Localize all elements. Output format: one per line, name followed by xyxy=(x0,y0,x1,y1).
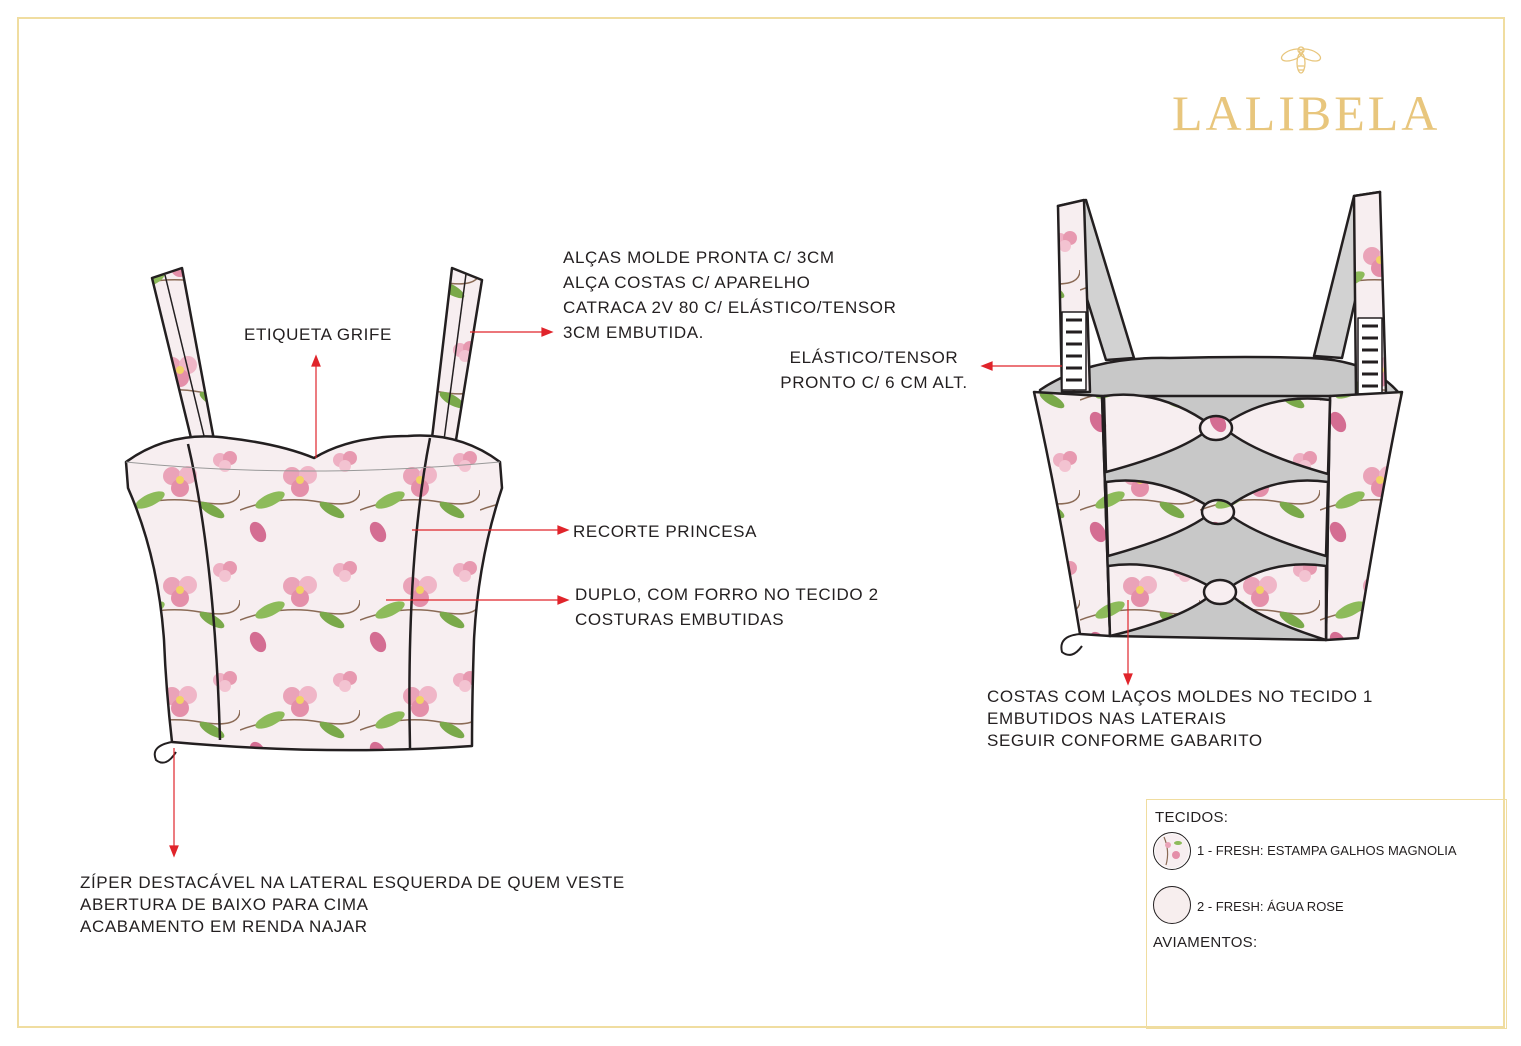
note-ziper-line: ABERTURA DE BAIXO PARA CIMA xyxy=(80,895,369,914)
annotation-arrows xyxy=(169,327,1133,858)
materials-legend: TECIDOS: 1 - FRESH: ESTAMPA GALHOS MAGNO… xyxy=(1146,799,1507,1029)
note-costas-line: COSTAS COM LAÇOS MOLDES NO TECIDO 1 xyxy=(987,687,1373,706)
note-elastico-line: PRONTO C/ 6 CM ALT. xyxy=(780,373,968,392)
label-recorte-princesa: RECORTE PRINCESA xyxy=(573,522,758,541)
note-elastico: ELÁSTICO/TENSOR PRONTO C/ 6 CM ALT. xyxy=(768,345,980,395)
back-bow-1 xyxy=(1102,393,1332,476)
note-alcas-line: 3CM EMBUTIDA. xyxy=(563,323,704,342)
legend-aviamentos-heading: AVIAMENTOS: xyxy=(1153,934,1258,951)
note-duplo: DUPLO, COM FORRO NO TECIDO 2 COSTURAS EM… xyxy=(575,582,879,632)
legend-tecidos-heading: TECIDOS: xyxy=(1155,809,1229,826)
back-view xyxy=(1032,190,1404,656)
front-right-strap xyxy=(430,266,484,442)
note-alcas-line: ALÇAS MOLDE PRONTA C/ 3CM xyxy=(563,248,835,267)
back-right-elastic xyxy=(1357,317,1383,395)
front-body xyxy=(124,434,504,752)
note-elastico-line: ELÁSTICO/TENSOR xyxy=(789,348,959,367)
note-costas: COSTAS COM LAÇOS MOLDES NO TECIDO 1 EMBU… xyxy=(987,686,1373,752)
legend-fabric-1: 1 - FRESH: ESTAMPA GALHOS MAGNOLIA xyxy=(1197,843,1457,858)
sheet-border xyxy=(17,17,1505,1028)
note-alcas-line: CATRACA 2V 80 C/ ELÁSTICO/TENSOR xyxy=(563,298,897,317)
note-costas-line: SEGUIR CONFORME GABARITO xyxy=(987,731,1263,750)
back-bow-3 xyxy=(1106,563,1328,642)
front-left-strap xyxy=(150,266,216,444)
note-ziper: ZÍPER DESTACÁVEL NA LATERAL ESQUERDA DE … xyxy=(80,872,625,938)
solid-rose-swatch xyxy=(1153,886,1191,924)
back-left-panel xyxy=(1032,390,1112,638)
note-duplo-line: COSTURAS EMBUTIDAS xyxy=(575,610,785,629)
floral-print-swatch xyxy=(1153,832,1191,870)
note-ziper-line: ACABAMENTO EM RENDA NAJAR xyxy=(80,917,368,936)
note-costas-line: EMBUTIDOS NAS LATERAIS xyxy=(987,709,1227,728)
label-etiqueta-grife: ETIQUETA GRIFE xyxy=(244,325,392,344)
front-view xyxy=(124,266,504,764)
legend-fabric-2: 2 - FRESH: ÁGUA ROSE xyxy=(1197,899,1344,914)
back-left-elastic xyxy=(1061,311,1087,391)
back-bow-2 xyxy=(1104,479,1330,558)
brand-name: LALIBELA xyxy=(1172,85,1441,141)
note-ziper-line: ZÍPER DESTACÁVEL NA LATERAL ESQUERDA DE … xyxy=(80,873,625,892)
back-right-panel xyxy=(1324,390,1404,642)
note-alcas: ALÇAS MOLDE PRONTA C/ 3CM ALÇA COSTAS C/… xyxy=(563,245,896,345)
note-duplo-line: DUPLO, COM FORRO NO TECIDO 2 xyxy=(575,585,879,604)
note-alcas-line: ALÇA COSTAS C/ APARELHO xyxy=(563,273,811,292)
floral-print-swatch-art xyxy=(1155,834,1189,868)
